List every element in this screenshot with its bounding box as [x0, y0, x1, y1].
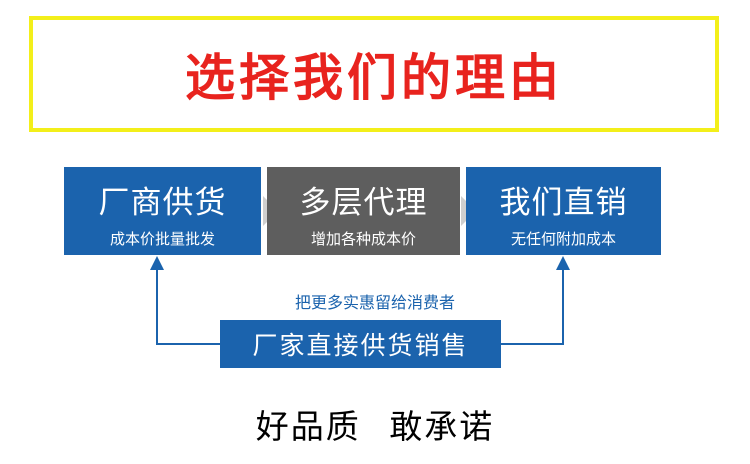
node-multilevel-agent: 多层代理 增加各种成本价: [267, 167, 460, 255]
node-multilevel-agent-subtitle: 增加各种成本价: [310, 230, 416, 248]
node-manufacturer-subtitle: 成本价批量批发: [109, 230, 215, 248]
node-multilevel-agent-title: 多层代理: [299, 185, 428, 221]
slogan-promise: 敢承诺: [389, 407, 495, 446]
benefit-note: 把更多实惠留给消费者: [294, 293, 455, 312]
right-connector-line: [501, 268, 564, 345]
title-frame: 选择我们的理由: [29, 16, 719, 132]
left-connector-line: [156, 268, 220, 345]
node-direct-sale-title: 我们直销: [499, 185, 628, 221]
page-title: 选择我们的理由: [185, 49, 563, 107]
slogan-quality: 好品质: [255, 407, 361, 446]
node-manufacturer-title: 厂商供货: [98, 185, 227, 221]
node-direct-sale: 我们直销 无任何附加成本: [466, 167, 661, 255]
slogan: 好品质 敢承诺: [0, 400, 750, 448]
node-direct-sale-subtitle: 无任何附加成本: [510, 230, 616, 248]
arrow-up-icon: [150, 256, 164, 270]
node-manufacturer: 厂商供货 成本价批量批发: [64, 167, 261, 255]
node-factory-direct: 厂家直接供货销售: [220, 320, 501, 368]
arrow-up-icon: [556, 256, 570, 270]
